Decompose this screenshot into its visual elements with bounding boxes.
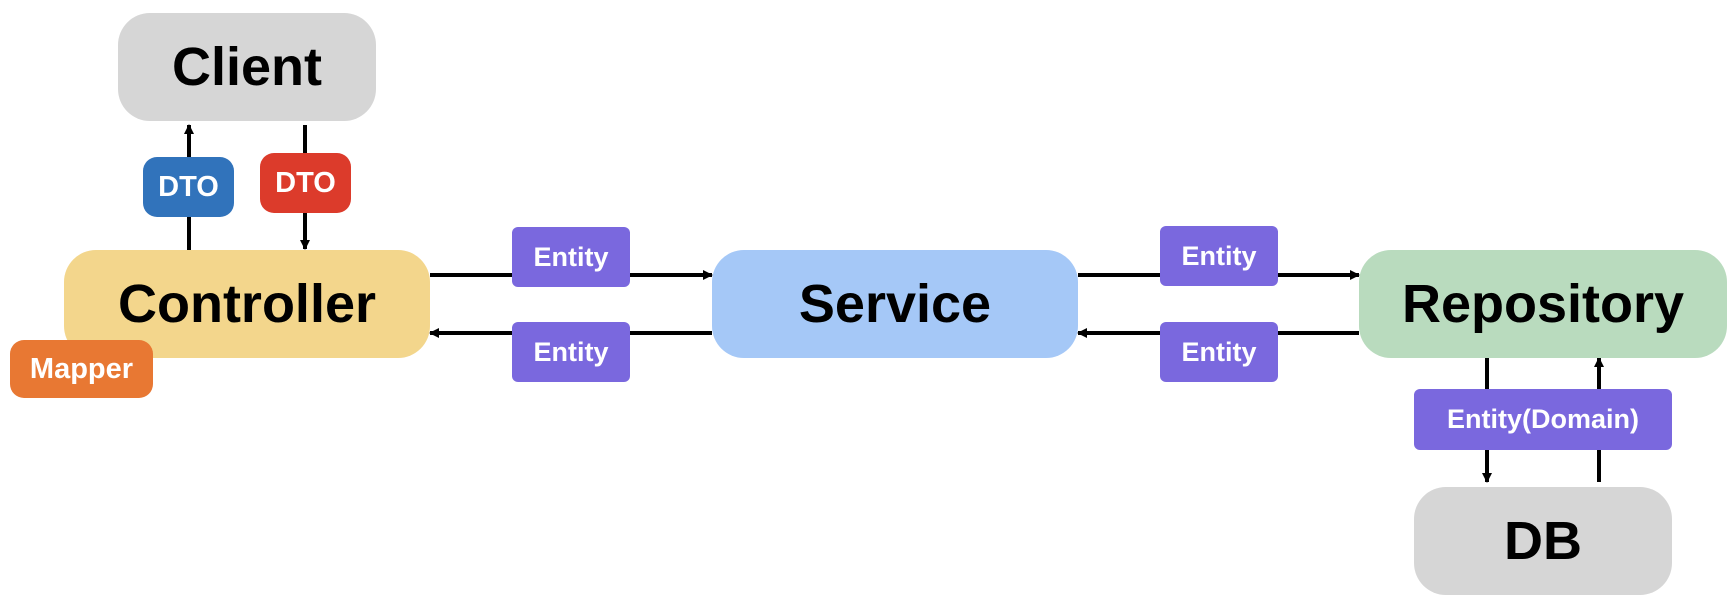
- client-node: Client: [118, 13, 376, 121]
- repository-label: Repository: [1401, 274, 1685, 334]
- dto-request-label: DTO: [275, 166, 336, 199]
- dto-response-tag: DTO: [143, 157, 234, 217]
- dto-response-label: DTO: [158, 170, 219, 203]
- db-label: DB: [1504, 511, 1582, 571]
- entity-tag-controller-to-service: Entity: [512, 227, 630, 287]
- entity-label: Entity: [1181, 240, 1257, 271]
- entity-tag-repository-to-service: Entity: [1160, 322, 1278, 382]
- mapper-label: Mapper: [29, 352, 134, 385]
- dto-request-tag: DTO: [260, 153, 351, 213]
- controller-label: Controller: [117, 274, 376, 334]
- client-label: Client: [171, 37, 322, 97]
- db-node: DB: [1414, 487, 1672, 595]
- entity-domain-label: Entity(Domain): [1447, 404, 1639, 434]
- entity-tag-service-to-repository: Entity: [1160, 226, 1278, 286]
- entity-domain-tag: Entity(Domain): [1414, 389, 1672, 450]
- entity-tag-service-to-controller: Entity: [512, 322, 630, 382]
- mapper-tag: Mapper: [10, 340, 153, 398]
- entity-label: Entity: [1181, 336, 1257, 367]
- entity-label: Entity: [533, 336, 609, 367]
- service-label: Service: [798, 274, 992, 334]
- repository-node: Repository: [1359, 250, 1727, 358]
- entity-label: Entity: [533, 241, 609, 272]
- service-node: Service: [712, 250, 1078, 358]
